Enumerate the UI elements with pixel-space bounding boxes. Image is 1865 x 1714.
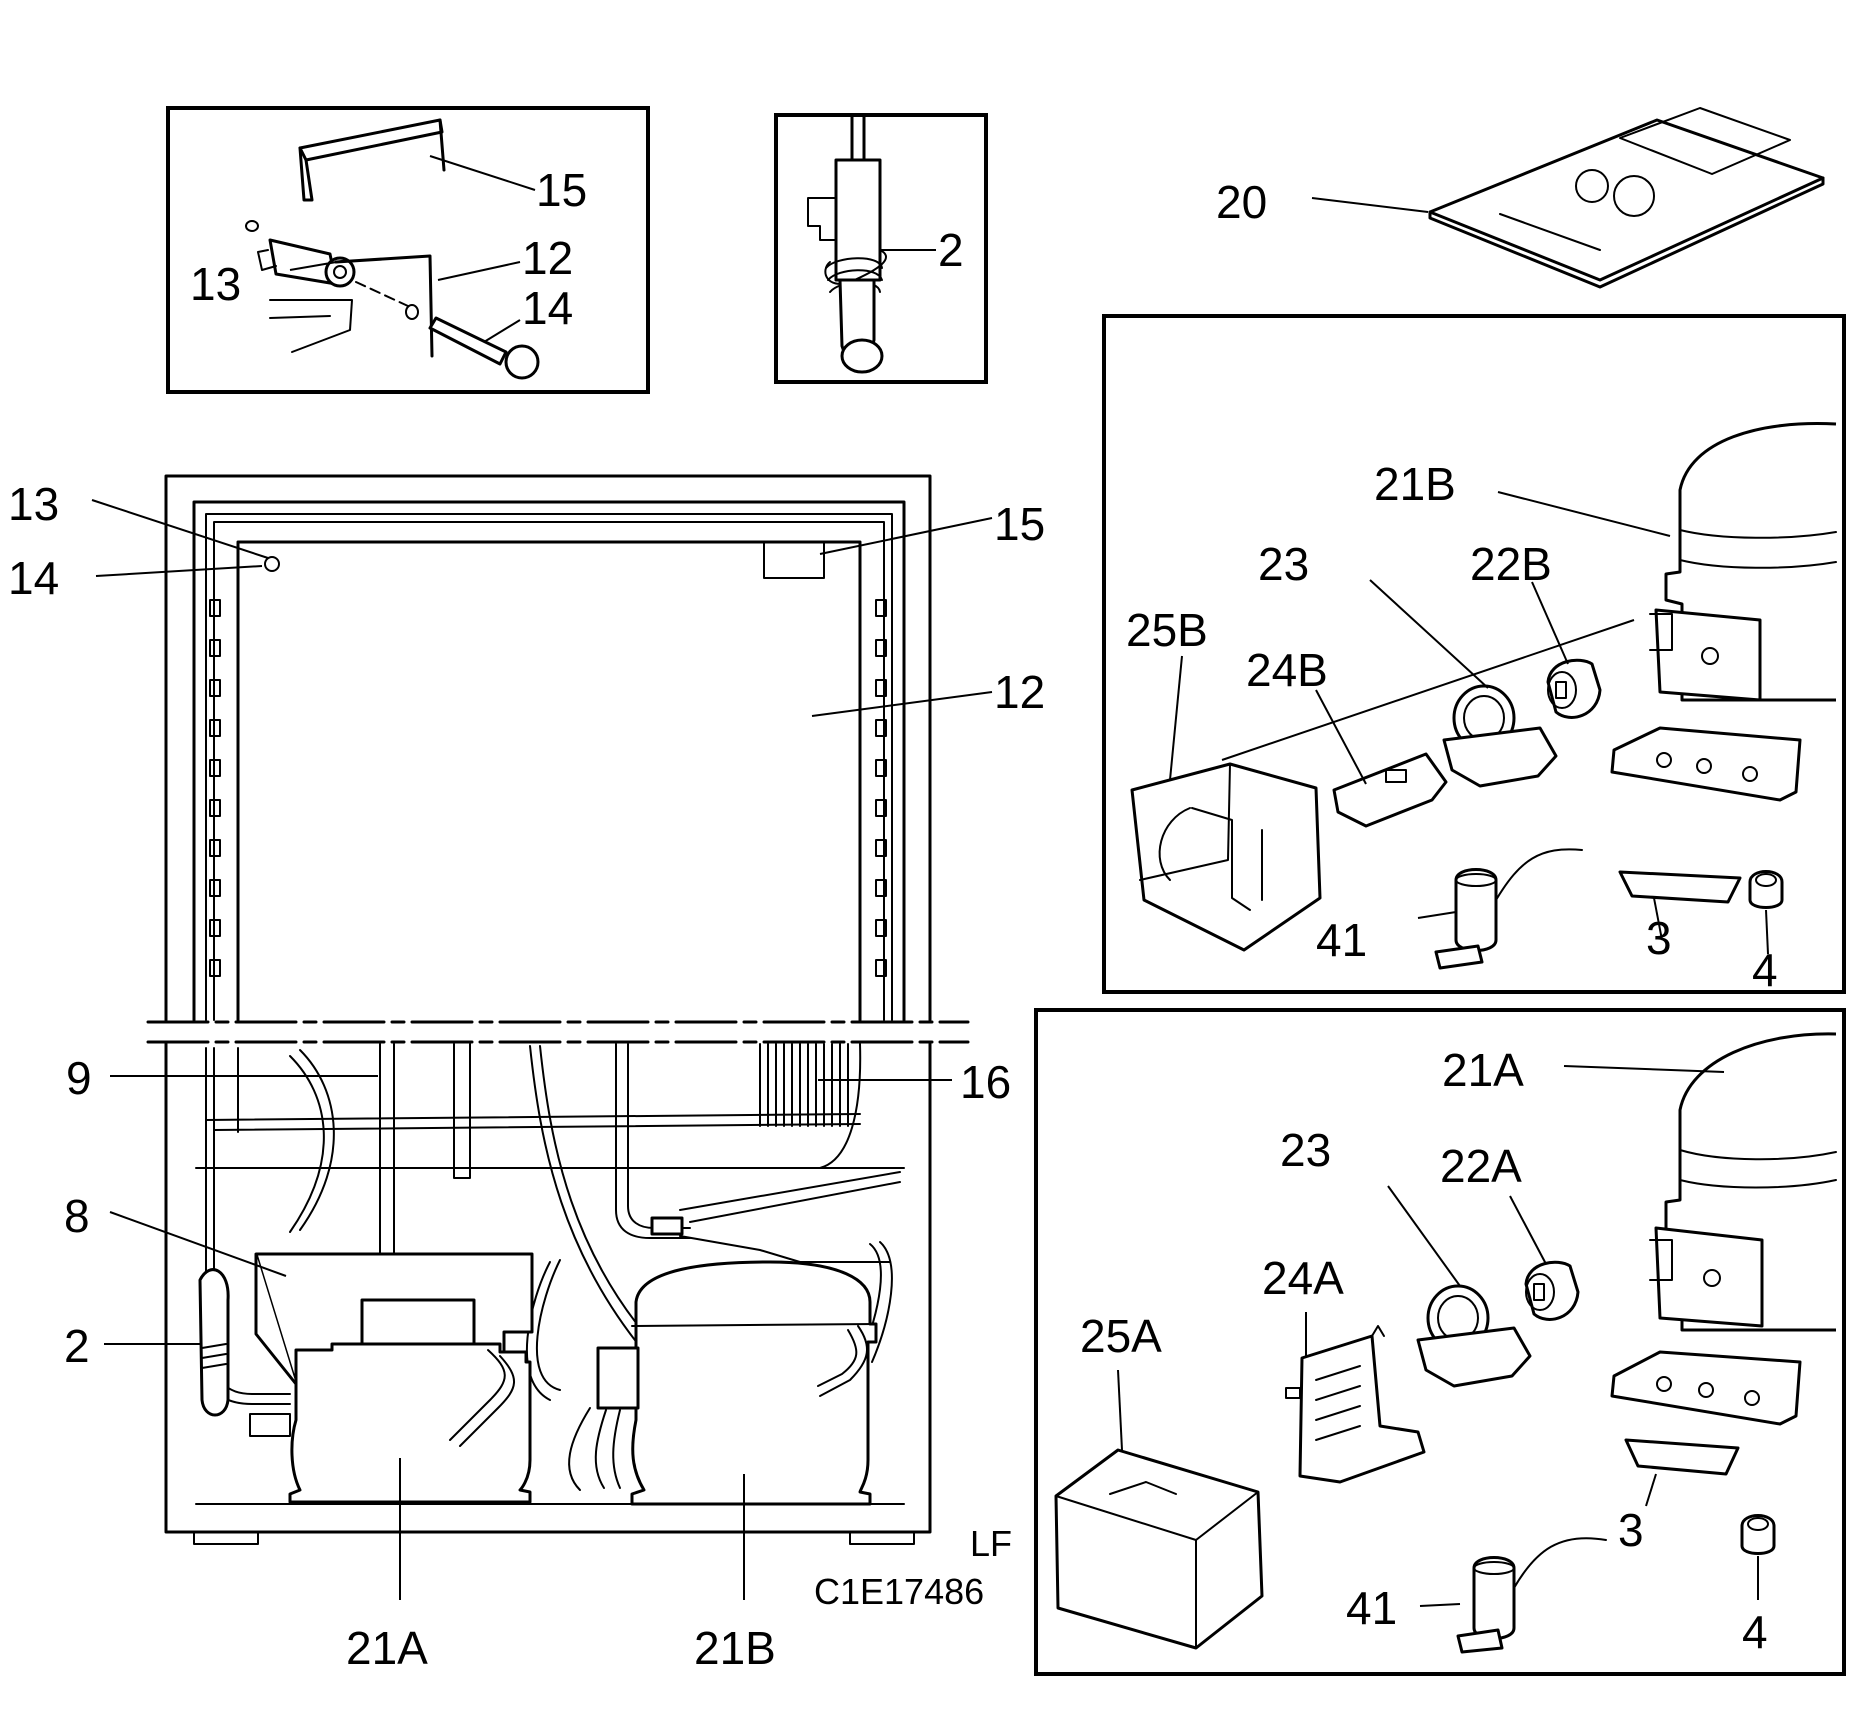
cabinet-label-16: 16 [960, 1056, 1011, 1108]
booklet-label-20: 20 [1216, 176, 1267, 228]
sensor-clip-part [807, 113, 887, 374]
inset-lamp-label-13: 13 [190, 258, 241, 310]
cabinet-label-9: 9 [66, 1052, 92, 1104]
holder-23-part [1442, 684, 1558, 788]
inset-a-label-22a: 22A [1440, 1140, 1522, 1192]
switch-plate-part [269, 254, 434, 358]
inset-b-label-25b: 25B [1126, 604, 1208, 656]
plate-24b-part [1332, 752, 1448, 828]
bracket-3b-part [1618, 870, 1742, 904]
cabinet-label-14: 14 [8, 552, 59, 604]
cabinet-label-21b: 21B [694, 1622, 776, 1674]
cabinet-label-12: 12 [994, 666, 1045, 718]
cabinet-main-view: 13 14 15 12 9 16 8 2 21A 21B LF C1E17486 [8, 474, 1045, 1674]
inset-lamp-label-15: 15 [536, 164, 587, 216]
inset-a-label-41: 41 [1346, 1582, 1397, 1634]
inset-sensor-frame [774, 113, 988, 384]
cabinet-push-pin [264, 556, 280, 572]
cabinet-label-21a: 21A [346, 1622, 428, 1674]
inset-b-label-21b: 21B [1374, 458, 1456, 510]
condenser-coil [759, 1043, 862, 1169]
capacitor-41a-part [1456, 1537, 1607, 1654]
inset-a-label-23: 23 [1280, 1124, 1331, 1176]
cabinet-sensor [198, 1268, 230, 1417]
inset-lamp-label-12: 12 [522, 232, 573, 284]
bracket-3a-part [1624, 1438, 1740, 1476]
capacitor-41b-part [1434, 848, 1583, 970]
inset-a-label-4: 4 [1742, 1606, 1768, 1658]
door-seal-blocks [209, 599, 887, 977]
inset-b-label-3: 3 [1646, 912, 1672, 964]
cover-25a-part [1054, 1448, 1264, 1650]
inset-a-label-21a: 21A [1442, 1044, 1524, 1096]
inset-a-label-3: 3 [1618, 1504, 1644, 1556]
inset-lamp-label-14: 14 [522, 282, 573, 334]
grommet-4a-part [1740, 1514, 1776, 1555]
holder-23a-part [1416, 1284, 1532, 1388]
push-pin-part [428, 316, 540, 380]
inset-b-label-4: 4 [1752, 944, 1778, 996]
inset-compressor-a: 21A 23 22A 24A 25A 3 41 4 [1034, 1008, 1846, 1676]
lamp-cover-part [298, 118, 446, 202]
inset-b-label-41: 41 [1316, 914, 1367, 966]
inset-b-label-24b: 24B [1246, 644, 1328, 696]
cabinet-lamp-cover [763, 541, 825, 579]
cabinet-label-2: 2 [64, 1320, 90, 1372]
inset-b-label-23: 23 [1258, 538, 1309, 590]
cabinet-compressor-a [249, 1342, 532, 1504]
inset-sensor-label-2: 2 [938, 224, 964, 276]
drawing-code-line2: C1E17486 [814, 1571, 984, 1612]
compressor-a-body [1610, 1032, 1837, 1426]
compressor-b-body [1610, 422, 1837, 802]
inset-sensor: 2 [774, 113, 988, 384]
relay-22a-part [1524, 1260, 1580, 1321]
relay-22b-part [1546, 658, 1602, 719]
grommet-4b-part [1748, 870, 1784, 909]
inset-compressor-a-frame [1034, 1008, 1846, 1676]
inset-compressor-b: 21B 23 22B 25B 24B 41 3 4 [1102, 314, 1846, 996]
lamp-socket-part [245, 220, 356, 288]
inset-b-label-22b: 22B [1470, 538, 1552, 590]
cover-25b-part [1130, 762, 1322, 952]
inset-a-label-25a: 25A [1080, 1310, 1162, 1362]
cabinet-label-8: 8 [64, 1190, 90, 1242]
drawing-code-line1: LF [970, 1523, 1012, 1564]
inset-compressor-b-frame [1102, 314, 1846, 994]
cabinet-label-15: 15 [994, 498, 1045, 550]
inset-lamp-frame [166, 106, 650, 394]
switch-24a-part [1285, 1325, 1426, 1484]
inset-lamp-assembly: 15 13 12 14 [166, 106, 650, 394]
inset-a-label-24a: 24A [1262, 1252, 1344, 1304]
instruction-booklet: 20 [1216, 107, 1825, 289]
cabinet-label-13: 13 [8, 478, 59, 530]
cabinet-compressor-b [568, 1260, 878, 1506]
